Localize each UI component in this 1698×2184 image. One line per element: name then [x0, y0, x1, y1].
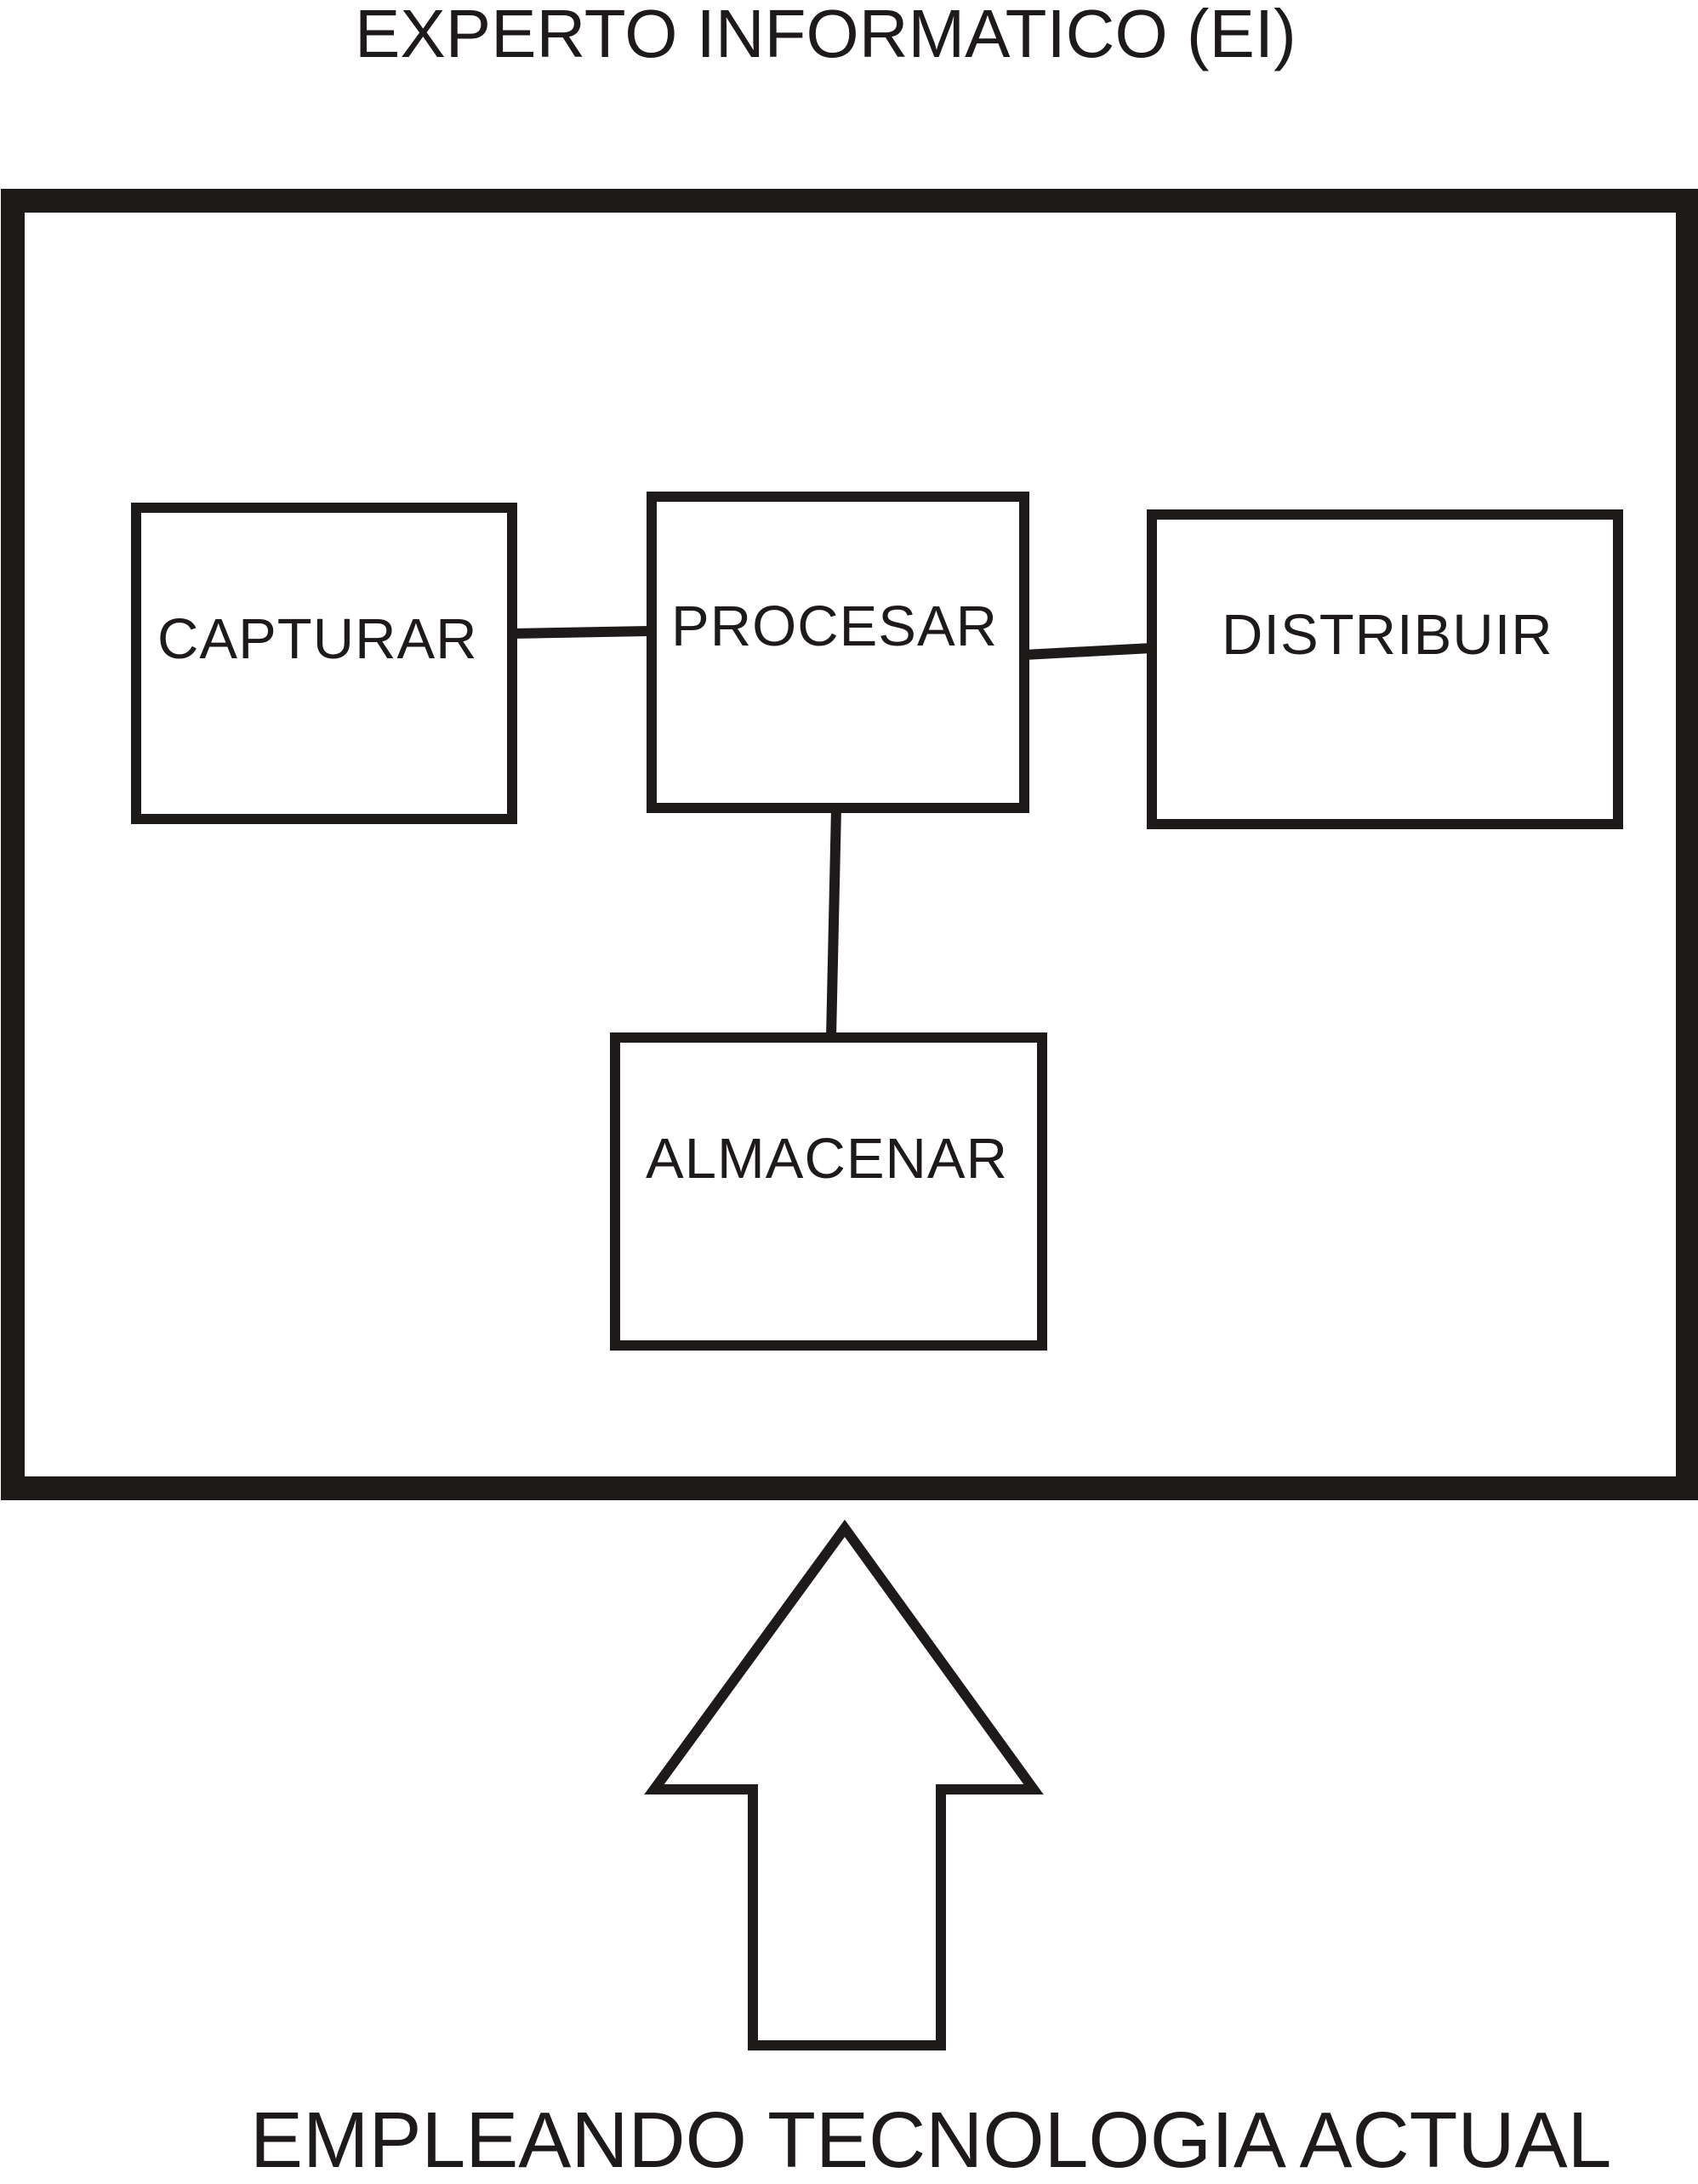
distribuir-box: [1147, 509, 1623, 829]
connector-capturar-procesar: [511, 626, 652, 639]
capturar-box: [131, 503, 517, 824]
almacenar-box: [610, 1032, 1047, 1351]
connector-procesar-almacenar: [826, 807, 841, 1038]
connector-procesar-distribuir: [1023, 643, 1153, 660]
diagram-title: EXPERTO INFORMATICO (EI): [355, 0, 1296, 71]
distribuir-label: DISTRIBUIR: [1222, 603, 1553, 667]
almacenar-label: ALMACENAR: [646, 1127, 1008, 1191]
up-arrow-icon: [644, 1519, 1044, 2050]
system-frame: [1, 189, 1698, 1500]
diagram-footer: EMPLEANDO TECNOLOGIA ACTUAL: [250, 2096, 1612, 2184]
capturar-label: CAPTURAR: [157, 607, 478, 671]
procesar-label: PROCESAR: [671, 594, 999, 658]
procesar-box: [647, 492, 1029, 813]
